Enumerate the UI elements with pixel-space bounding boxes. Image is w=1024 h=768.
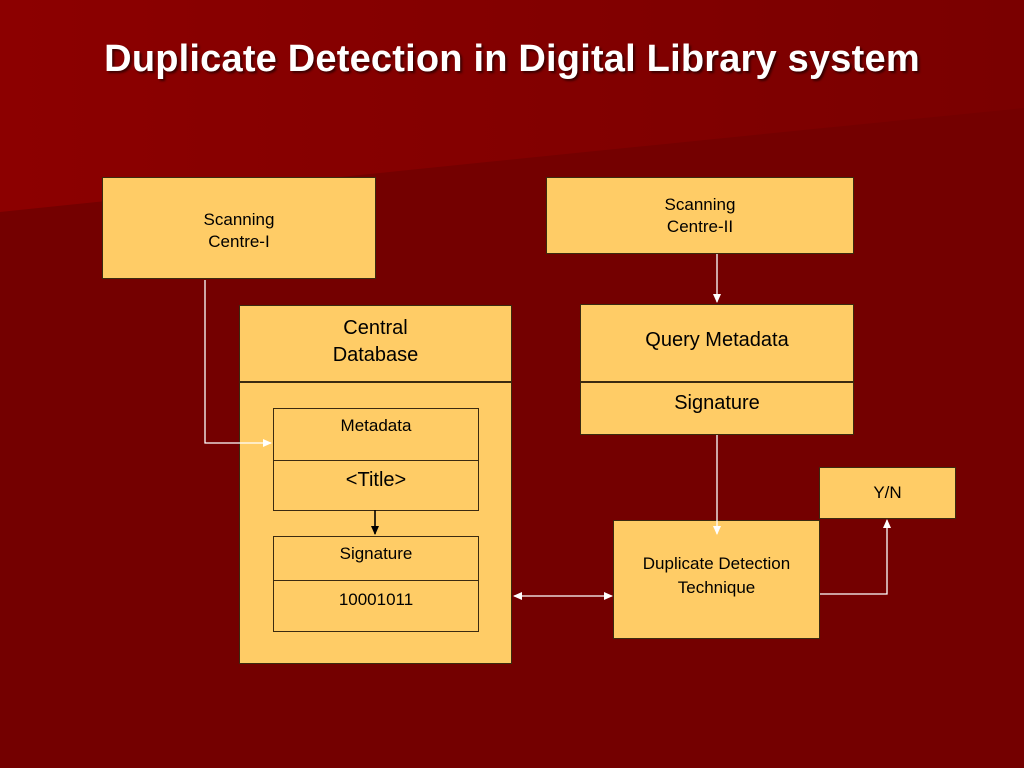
scanning-centre-2-box: Scanning Centre-II xyxy=(546,177,854,254)
duplicate-detection-line1: Duplicate Detection xyxy=(642,554,791,573)
query-metadata-divider xyxy=(581,381,853,383)
signature-inner-value: 10001011 xyxy=(338,590,414,609)
signature-inner-header: Signature xyxy=(339,544,413,563)
central-database-line2: Database xyxy=(332,344,419,366)
query-metadata-header: Query Metadata xyxy=(645,329,789,351)
duplicate-detection-line2: Technique xyxy=(677,578,756,597)
yn-label: Y/N xyxy=(873,483,902,502)
metadata-title-value: <Title> xyxy=(345,469,407,491)
duplicate-detection-box: Duplicate Detection Technique xyxy=(613,520,820,639)
yn-box: Y/N xyxy=(819,467,956,519)
central-database-divider xyxy=(240,381,511,383)
slide-title: Duplicate Detection in Digital Library s… xyxy=(104,38,920,80)
signature-inner-divider xyxy=(274,580,478,581)
scanning-centre-1-box: Scanning Centre-I xyxy=(102,177,376,279)
central-database-line1: Central xyxy=(343,317,408,339)
metadata-header: Metadata xyxy=(340,416,412,435)
central-database-box: Central Database Metadata <Title> Signat… xyxy=(239,305,512,664)
scanning-centre-1-line2: Centre-I xyxy=(208,232,270,251)
scanning-centre-2-line2: Centre-II xyxy=(666,217,734,236)
scanning-centre-2-line1: Scanning xyxy=(664,195,736,214)
query-metadata-box: Query Metadata Signature xyxy=(580,304,854,435)
metadata-box: Metadata <Title> xyxy=(273,408,479,511)
metadata-divider xyxy=(274,460,478,461)
scanning-centre-1-line1: Scanning xyxy=(203,210,275,229)
signature-inner-box: Signature 10001011 xyxy=(273,536,479,632)
query-signature-label: Signature xyxy=(674,392,760,414)
